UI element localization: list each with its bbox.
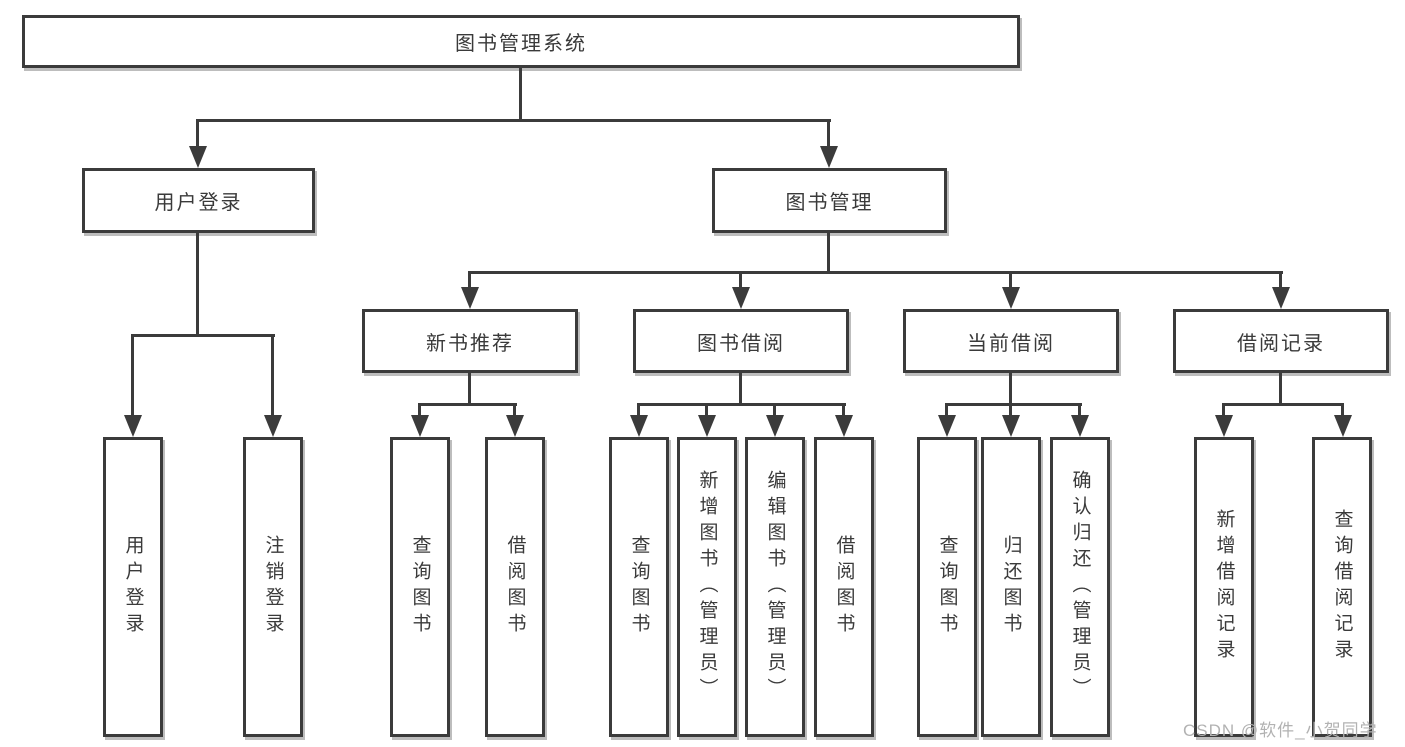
leaf-label: 查询图书: [936, 535, 958, 639]
leaf-add-books-admin: 新增图书（管理员）: [677, 437, 737, 737]
connector-drop: [842, 403, 845, 417]
connector-drop-book-mgmt: [827, 119, 830, 148]
arrow-down-icon: [506, 415, 524, 437]
node-book-borrow-label: 图书借阅: [697, 332, 785, 355]
arrow-down-icon: [820, 146, 838, 168]
connector-drop-book-borrow: [739, 271, 742, 289]
leaf-label: 查询图书: [628, 535, 650, 639]
node-borrow-records: 借阅记录: [1173, 309, 1389, 373]
leaf-add-borrow-record: 新增借阅记录: [1194, 437, 1254, 737]
connector-drop-new-books: [468, 271, 471, 289]
connector-current-borrow-stem: [1009, 373, 1012, 405]
connector-book-borrow-bus: [637, 403, 846, 406]
node-current-borrow: 当前借阅: [903, 309, 1119, 373]
connector-root-bus: [196, 119, 831, 122]
arrow-down-icon: [766, 415, 784, 437]
arrow-down-icon: [630, 415, 648, 437]
leaf-query-borrow-record: 查询借阅记录: [1312, 437, 1372, 737]
connector-current-borrow-bus: [945, 403, 1082, 406]
connector-user-login-bus: [131, 334, 275, 337]
node-book-borrow: 图书借阅: [633, 309, 849, 373]
connector-book-borrow-stem: [739, 373, 742, 405]
node-book-mgmt: 图书管理: [712, 168, 947, 233]
connector-drop: [1341, 403, 1344, 417]
leaf-edit-books-admin: 编辑图书（管理员）: [745, 437, 805, 737]
leaf-label: 新增图书（管理员）: [696, 470, 718, 704]
arrow-down-icon: [124, 415, 142, 437]
leaf-label: 查询借阅记录: [1331, 509, 1353, 665]
leaf-return-books: 归还图书: [981, 437, 1041, 737]
node-new-books-label: 新书推荐: [426, 332, 514, 355]
leaf-label: 确认归还（管理员）: [1069, 470, 1091, 704]
arrow-down-icon: [732, 287, 750, 309]
arrow-down-icon: [1334, 415, 1352, 437]
connector-drop: [773, 403, 776, 417]
node-current-borrow-label: 当前借阅: [967, 332, 1055, 355]
connector-book-mgmt-stem: [827, 233, 830, 273]
leaf-query-books-c: 查询图书: [917, 437, 977, 737]
node-new-books: 新书推荐: [362, 309, 578, 373]
connector-book-mgmt-bus: [468, 271, 1283, 274]
arrow-down-icon: [461, 287, 479, 309]
leaf-label: 用户登录: [122, 535, 144, 639]
leaf-query-books-b: 查询图书: [609, 437, 669, 737]
leaf-label: 注销登录: [262, 535, 284, 639]
leaf-label: 查询图书: [409, 535, 431, 639]
connector-drop: [637, 403, 640, 417]
leaf-label: 借阅图书: [504, 535, 526, 639]
csdn-watermark: CSDN @软件_小贺同学: [1183, 721, 1378, 740]
node-root-label: 图书管理系统: [455, 33, 587, 55]
node-user-login: 用户登录: [82, 168, 315, 233]
connector-new-books-bus: [418, 403, 517, 406]
arrow-down-icon: [264, 415, 282, 437]
connector-drop: [418, 403, 421, 417]
leaf-label: 归还图书: [1000, 535, 1022, 639]
arrow-down-icon: [1071, 415, 1089, 437]
connector-borrow-records-bus: [1222, 403, 1344, 406]
connector-drop: [1222, 403, 1225, 417]
connector-drop: [945, 403, 948, 417]
leaf-borrow-books-b: 借阅图书: [814, 437, 874, 737]
connector-drop: [1078, 403, 1081, 417]
node-borrow-records-label: 借阅记录: [1237, 332, 1325, 355]
connector-user-login-stem: [196, 233, 199, 336]
leaf-confirm-return-admin: 确认归还（管理员）: [1050, 437, 1110, 737]
connector-drop: [1009, 403, 1012, 417]
leaf-borrow-books-a: 借阅图书: [485, 437, 545, 737]
arrow-down-icon: [835, 415, 853, 437]
arrow-down-icon: [698, 415, 716, 437]
leaf-label: 借阅图书: [833, 535, 855, 639]
node-root: 图书管理系统: [22, 15, 1020, 68]
connector-drop-col-logout: [271, 334, 274, 416]
connector-drop: [513, 403, 516, 417]
connector-borrow-records-stem: [1279, 373, 1282, 405]
leaf-label: 编辑图书（管理员）: [764, 470, 786, 704]
arrow-down-icon: [1272, 287, 1290, 309]
connector-drop-borrow-records: [1279, 271, 1282, 289]
arrow-down-icon: [1002, 415, 1020, 437]
connector-drop-col-login: [131, 334, 134, 416]
node-book-mgmt-label: 图书管理: [785, 192, 874, 214]
node-user-login-label: 用户登录: [154, 192, 243, 214]
connector-root-stem: [519, 68, 522, 121]
leaf-query-books-a: 查询图书: [390, 437, 450, 737]
arrow-down-icon: [189, 146, 207, 168]
connector-drop: [705, 403, 708, 417]
arrow-down-icon: [1215, 415, 1233, 437]
leaf-user-login: 用户登录: [103, 437, 163, 737]
leaf-logout: 注销登录: [243, 437, 303, 737]
arrow-down-icon: [1002, 287, 1020, 309]
connector-drop-current-borrow: [1009, 271, 1012, 289]
arrow-down-icon: [411, 415, 429, 437]
connector-drop-user-login: [196, 119, 199, 148]
connector-new-books-stem: [468, 373, 471, 405]
leaf-label: 新增借阅记录: [1213, 509, 1235, 665]
arrow-down-icon: [938, 415, 956, 437]
